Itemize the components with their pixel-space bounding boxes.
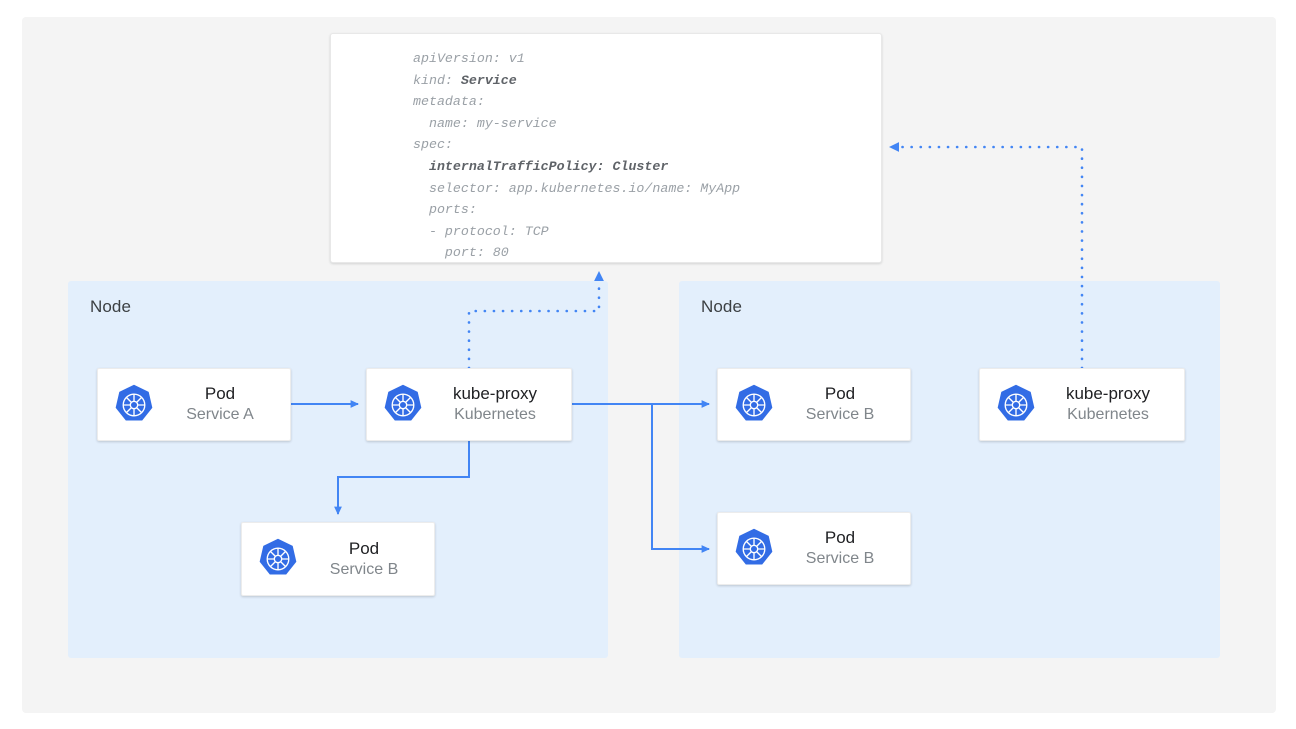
card-title: Pod xyxy=(824,384,856,404)
card-pod-service-b-remote-bottom-text: Pod Service B xyxy=(776,527,910,569)
card-kube-proxy-left-text: kube-proxy Kubernetes xyxy=(425,383,571,425)
kubernetes-icon xyxy=(735,384,773,420)
card-subtitle: Service B xyxy=(805,406,875,424)
card-kube-proxy-right-text: kube-proxy Kubernetes xyxy=(1038,383,1184,425)
kubernetes-icon xyxy=(997,384,1035,420)
node-left-label: Node xyxy=(90,297,132,316)
card-pod-service-b-remote-top[interactable]: Pod Service B xyxy=(717,368,911,441)
card-pod-service-b-remote-top-text: Pod Service B xyxy=(776,383,910,425)
service-manifest-code: apiVersion: v1 kind: Service metadata: n… xyxy=(413,51,741,261)
card-title: kube-proxy xyxy=(1065,384,1151,404)
card-subtitle: Service B xyxy=(805,550,875,568)
card-title: Pod xyxy=(348,538,380,558)
card-pod-service-b-remote-bottom[interactable]: Pod Service B xyxy=(717,512,911,585)
card-subtitle: Kubernetes xyxy=(1067,406,1149,424)
service-manifest-card: apiVersion: v1 kind: Service metadata: n… xyxy=(330,33,882,263)
kubernetes-icon xyxy=(115,384,153,420)
node-right-label: Node xyxy=(701,297,743,316)
node-group-left: Node xyxy=(68,281,608,658)
card-title: kube-proxy xyxy=(452,384,538,404)
card-subtitle: Service B xyxy=(329,560,399,578)
card-pod-service-a[interactable]: Pod Service A xyxy=(97,368,291,441)
card-title: Pod xyxy=(824,528,856,548)
card-pod-service-a-text: Pod Service A xyxy=(156,383,290,425)
card-subtitle: Service A xyxy=(186,406,254,424)
kubernetes-icon xyxy=(384,384,422,420)
card-kube-proxy-right[interactable]: kube-proxy Kubernetes xyxy=(979,368,1185,441)
card-title: Pod xyxy=(204,384,236,404)
node-group-right: Node xyxy=(679,281,1220,658)
kubernetes-icon xyxy=(735,528,773,564)
card-pod-service-b-local-text: Pod Service B xyxy=(300,538,434,580)
card-subtitle: Kubernetes xyxy=(454,406,536,424)
card-pod-service-b-local[interactable]: Pod Service B xyxy=(241,522,435,596)
kubernetes-icon xyxy=(259,538,297,575)
card-kube-proxy-left[interactable]: kube-proxy Kubernetes xyxy=(366,368,572,441)
